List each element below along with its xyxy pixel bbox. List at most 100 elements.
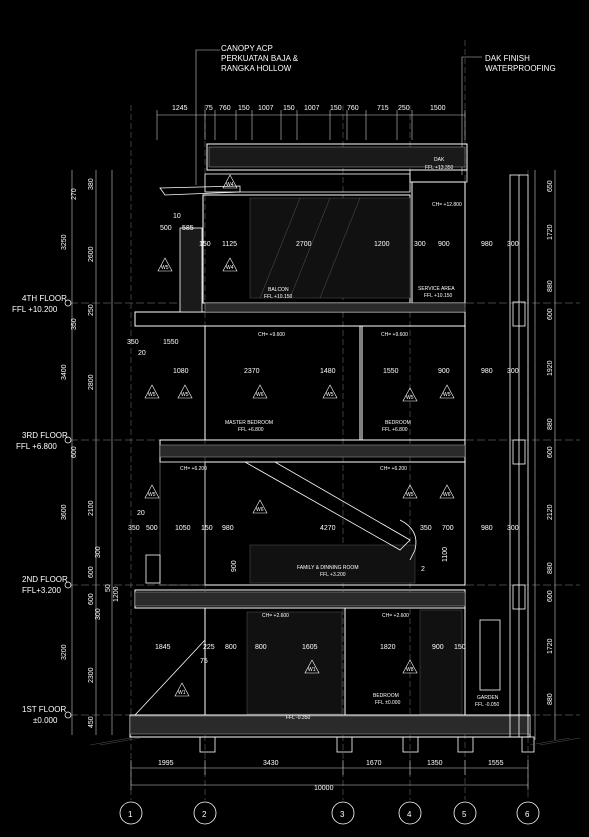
left-wall <box>145 227 206 586</box>
dim: 2700 <box>296 241 312 248</box>
room-balcon: BALCON <box>268 287 289 293</box>
dim: 1200 <box>374 241 390 248</box>
window-tag: W5 <box>443 392 451 398</box>
level-markers <box>64 299 72 719</box>
top-dim: 1007 <box>258 105 274 112</box>
top-dim: 760 <box>347 105 359 112</box>
dim: 2 <box>421 566 425 573</box>
room-family: FAMILY & DINNING ROOM <box>297 565 359 571</box>
window-markers <box>144 174 455 697</box>
top-dim: 1500 <box>430 105 446 112</box>
dim: 350 <box>420 525 432 532</box>
dim: 800 <box>225 644 237 651</box>
top-dim: 1245 <box>172 105 188 112</box>
room-service-ffl: FFL +10.150 <box>424 293 453 299</box>
dim: 1550 <box>163 339 179 346</box>
dim: 1350 <box>427 760 443 767</box>
dim: 2600 <box>88 246 95 262</box>
dim: 1720 <box>547 224 554 240</box>
room-bedroom1-ffl: FFL ±0.000 <box>375 700 401 706</box>
canopy <box>159 173 411 196</box>
bottom-total: 10000 <box>314 785 334 792</box>
level-name: 4TH FLOOR <box>22 294 67 303</box>
grid-axis-label: 1 <box>128 810 133 819</box>
ceiling-label: CH= +9.600 <box>258 332 285 338</box>
window-tag: W5 <box>161 265 169 271</box>
ceiling-label: CH= +6.200 <box>380 466 407 472</box>
dim: 980 <box>481 525 493 532</box>
dim: 2100 <box>88 500 95 516</box>
left-dimension-lines <box>71 170 113 735</box>
grid-axis-label: 3 <box>340 810 345 819</box>
dim: 1920 <box>547 360 554 376</box>
top-dim: 250 <box>398 105 410 112</box>
grid-axis-label: 5 <box>462 810 467 819</box>
right-dimension-lines <box>534 170 556 740</box>
ground-hatch <box>89 737 581 746</box>
dim: 4270 <box>320 525 336 532</box>
dim: 350 <box>127 339 139 346</box>
dim: 3250 <box>61 234 68 250</box>
grid-axis-label: 6 <box>525 810 530 819</box>
window-tag: W5 <box>181 392 189 398</box>
dim: 500 <box>146 525 158 532</box>
window-tag: W6 <box>443 492 451 498</box>
room-bedroom3-ffl: FFL +6.800 <box>382 427 408 433</box>
top-dim: 760 <box>219 105 231 112</box>
level-ffl: FFL +10.200 <box>12 305 58 314</box>
dim: 700 <box>442 525 454 532</box>
top-dim: 715 <box>377 105 389 112</box>
dim: 600 <box>547 590 554 602</box>
dim: 150 <box>454 644 466 651</box>
dim: 1200 <box>113 586 120 602</box>
window-tag: W5 <box>326 392 334 398</box>
top-dim: 75 <box>205 105 213 112</box>
roof-note-2: WATERPROOFING <box>485 64 556 73</box>
dim: 900 <box>231 560 238 572</box>
ceiling-label: CH= +6.200 <box>180 466 207 472</box>
room-garden: GARDEN <box>477 695 499 701</box>
window-tag: W8 <box>406 667 414 673</box>
dim: 1845 <box>155 644 171 651</box>
ceiling-label: CH= +12.800 <box>432 202 462 208</box>
dim: 300 <box>95 546 102 558</box>
right-dims: 650 1720 880 600 1920 880 600 2120 880 6… <box>547 180 554 705</box>
dim: 980 <box>481 368 493 375</box>
dim: 980 <box>222 525 234 532</box>
row4-dims: 150 1125 2700 1200 300 900 980 300 10 50… <box>160 213 519 248</box>
window-tag: W4 <box>226 182 234 188</box>
dim: 2370 <box>244 368 260 375</box>
level-ffl: ±0.000 <box>33 716 58 725</box>
note-leaders <box>195 49 482 185</box>
left-outer-dims: 270 3250 350 3400 600 3600 300 300 3200 … <box>61 188 102 728</box>
dim: 1480 <box>320 368 336 375</box>
room-bedroom1: BEDROOM <box>373 693 399 699</box>
dim: 1555 <box>488 760 504 767</box>
grid-bubbles <box>119 801 540 825</box>
bottom-dimension-line <box>130 760 529 790</box>
ceiling-labels: CH= +12.800 CH= +9.600 CH= +9.600 CH= +6… <box>180 202 462 619</box>
room-service: SERVICE AREA <box>418 286 455 292</box>
room-bedroom3: BEDROOM <box>385 420 411 426</box>
window-tag: W6 <box>256 507 264 513</box>
dim: 3430 <box>263 760 279 767</box>
bottom-dims: 1995 3430 1670 1350 1555 10000 <box>158 760 504 792</box>
window-tag: W1 <box>308 667 316 673</box>
dim: 1050 <box>175 525 191 532</box>
roof-slab <box>206 143 468 183</box>
window-tag: W5 <box>406 492 414 498</box>
canopy-note-1: CANOPY ACP <box>221 44 273 53</box>
row3-dims: 1550 1080 2370 1480 1550 900 980 300 350… <box>127 339 519 375</box>
dim: 1605 <box>302 644 318 651</box>
dim: 50 <box>105 584 112 592</box>
grid-axis-label: 4 <box>407 810 412 819</box>
dim: 1670 <box>366 760 382 767</box>
dim: 20 <box>137 510 145 517</box>
dim: 880 <box>547 280 554 292</box>
dim: 2120 <box>547 504 554 520</box>
dim: 150 <box>199 241 211 248</box>
dim: 20 <box>138 350 146 357</box>
dim: 250 <box>88 304 95 316</box>
grid-axis-labels: 1 2 3 4 5 6 <box>128 810 530 819</box>
dim: 1100 <box>442 547 449 562</box>
